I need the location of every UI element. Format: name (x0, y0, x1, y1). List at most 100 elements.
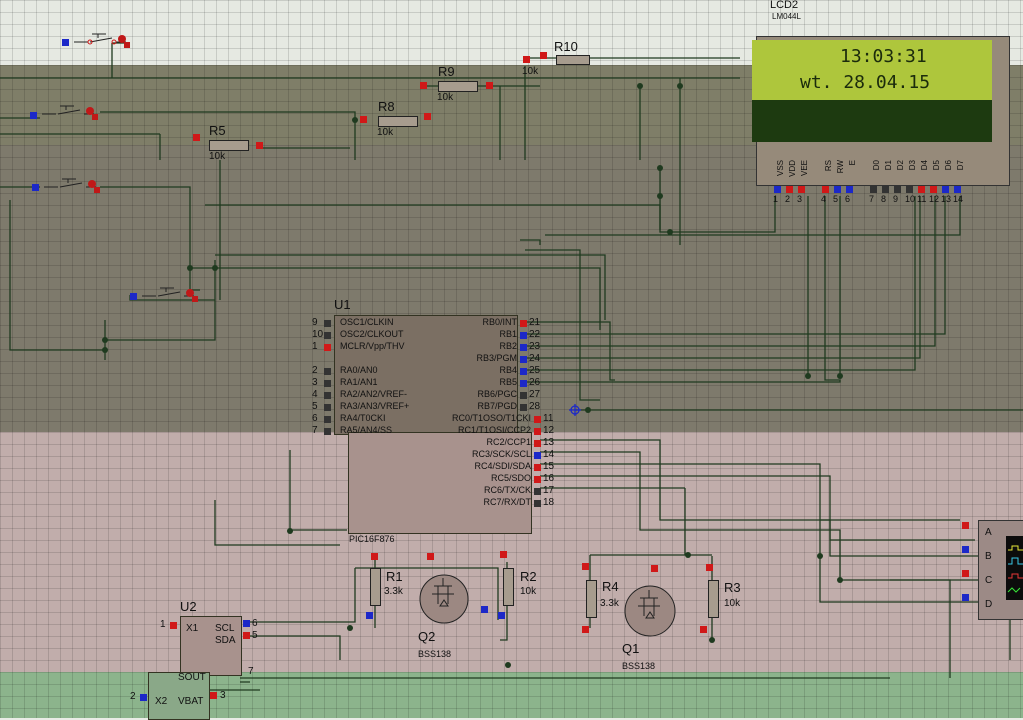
resistor-r4-value: 3.3k (600, 598, 619, 609)
resistor-r5[interactable] (209, 140, 249, 151)
lcd-pin-name: RW (836, 160, 845, 174)
resistor-r9-pin[interactable] (420, 82, 427, 89)
resistor-r2[interactable] (503, 568, 514, 606)
mcu-pin-left-2[interactable] (324, 344, 331, 351)
mcu-pin-right-12[interactable] (534, 464, 541, 471)
mcu-pin-left-7[interactable] (324, 416, 331, 423)
q2-pin-drain[interactable] (481, 606, 488, 613)
mcu-pin-right-15[interactable] (534, 500, 541, 507)
lcd-pin-0[interactable] (774, 186, 781, 193)
lcd-pin-13[interactable] (954, 186, 961, 193)
rtc-pin-scl[interactable] (243, 620, 250, 627)
mcu-pin-right-num: 16 (543, 473, 555, 484)
mcu-body-upper[interactable] (334, 315, 518, 435)
resistor-r10-pin[interactable] (540, 52, 547, 59)
lcd-pin-8[interactable] (894, 186, 901, 193)
transistor-q1[interactable] (622, 584, 678, 640)
pushbutton-2[interactable] (28, 100, 103, 122)
lcd-pin-11[interactable] (930, 186, 937, 193)
rtc-body-upper[interactable] (180, 616, 242, 676)
lcd-pin-name: E (848, 160, 857, 166)
mcu-pin-right-6[interactable] (520, 392, 527, 399)
lcd-line-date: wt. 28.04.15 (800, 72, 931, 93)
mcu-pin-left-0[interactable] (324, 320, 331, 327)
resistor-r10-pin2[interactable] (523, 56, 530, 63)
mcu-pin-right-9[interactable] (534, 428, 541, 435)
r1-pin-bottom[interactable] (366, 612, 373, 619)
resistor-r10[interactable] (556, 55, 590, 65)
r4-pin-bottom[interactable] (582, 626, 589, 633)
rtc-pin-vbat[interactable] (210, 692, 217, 699)
mcu-pin-left-4[interactable] (324, 380, 331, 387)
transistor-q2[interactable] (418, 572, 474, 628)
q1-pin-gate[interactable] (651, 565, 658, 572)
mcu-pin-right-4[interactable] (520, 368, 527, 375)
mcu-pin-left-3[interactable] (324, 368, 331, 375)
resistor-r5-pin[interactable] (193, 134, 200, 141)
mcu-pin-right-13[interactable] (534, 476, 541, 483)
resistor-r9-pin2[interactable] (486, 82, 493, 89)
mcu-pin-left-5[interactable] (324, 392, 331, 399)
resistor-r2-ref: R2 (520, 569, 537, 584)
lcd-pin-3[interactable] (822, 186, 829, 193)
lcd-pin-7[interactable] (882, 186, 889, 193)
resistor-r9[interactable] (438, 81, 478, 92)
mcu-pin-left-name: OSC1/CLKIN (340, 317, 394, 327)
scope-pin-a[interactable] (962, 522, 969, 529)
lcd-pin-1[interactable] (786, 186, 793, 193)
r4-pin-top[interactable] (582, 563, 589, 570)
lcd-pin-10[interactable] (918, 186, 925, 193)
mcu-pin-right-11[interactable] (534, 452, 541, 459)
mcu-pin-right-2[interactable] (520, 344, 527, 351)
resistor-r1[interactable] (370, 568, 381, 606)
pushbutton-3[interactable] (30, 174, 105, 196)
mcu-pin-right-7[interactable] (520, 404, 527, 411)
r3-pin-bottom[interactable] (700, 626, 707, 633)
resistor-r1-ref: R1 (386, 569, 403, 584)
lcd-pin-4[interactable] (834, 186, 841, 193)
lcd-pin-number: 7 (869, 194, 875, 204)
lcd-pin-5[interactable] (846, 186, 853, 193)
resistor-r4-ref: R4 (602, 579, 619, 594)
mcu-pin-right-14[interactable] (534, 488, 541, 495)
mcu-pin-right-1[interactable] (520, 332, 527, 339)
scope-pin-d[interactable] (962, 594, 969, 601)
rtc-pin-sda[interactable] (243, 632, 250, 639)
scope-pin-c[interactable] (962, 570, 969, 577)
mcu-pin-right-10[interactable] (534, 440, 541, 447)
mcu-pin-left-6[interactable] (324, 404, 331, 411)
mcu-pin-right-3[interactable] (520, 356, 527, 363)
lcd-pin-number: 4 (821, 194, 827, 204)
lcd-pin-2[interactable] (798, 186, 805, 193)
mcu-pin-right-name: RB0/INT (482, 317, 517, 327)
mcu-pin-right-8[interactable] (534, 416, 541, 423)
r2-pin-top[interactable] (500, 551, 507, 558)
scope-pin-b[interactable] (962, 546, 969, 553)
mcu-pin-left-1[interactable] (324, 332, 331, 339)
resistor-r8-pin[interactable] (360, 116, 367, 123)
lcd-pin-6[interactable] (870, 186, 877, 193)
resistor-r3[interactable] (708, 580, 719, 618)
r1-pin-top[interactable] (371, 553, 378, 560)
q2-pin-gate[interactable] (427, 553, 434, 560)
lcd-pin-12[interactable] (942, 186, 949, 193)
mcu-body-lower[interactable] (348, 432, 532, 534)
scope-channel-c: C (985, 575, 993, 586)
resistor-r8[interactable] (378, 116, 418, 127)
mcu-pin-right-0[interactable] (520, 320, 527, 327)
resistor-r5-ref: R5 (209, 123, 226, 138)
rtc-pin-x1[interactable] (170, 622, 177, 629)
mcu-pin-right-5[interactable] (520, 380, 527, 387)
pushbutton-1[interactable] (60, 30, 135, 52)
mcu-pin-left-8[interactable] (324, 428, 331, 435)
rtc-pin-x2[interactable] (140, 694, 147, 701)
resistor-r4[interactable] (586, 580, 597, 618)
resistor-r5-pin2[interactable] (256, 142, 263, 149)
lcd-pin-9[interactable] (906, 186, 913, 193)
r3-pin-top[interactable] (706, 564, 713, 571)
resistor-r8-pin2[interactable] (424, 113, 431, 120)
r2-pin-bottom[interactable] (498, 612, 505, 619)
pushbutton-4[interactable] (128, 282, 203, 306)
lcd-pin-name: VSS (776, 160, 785, 177)
